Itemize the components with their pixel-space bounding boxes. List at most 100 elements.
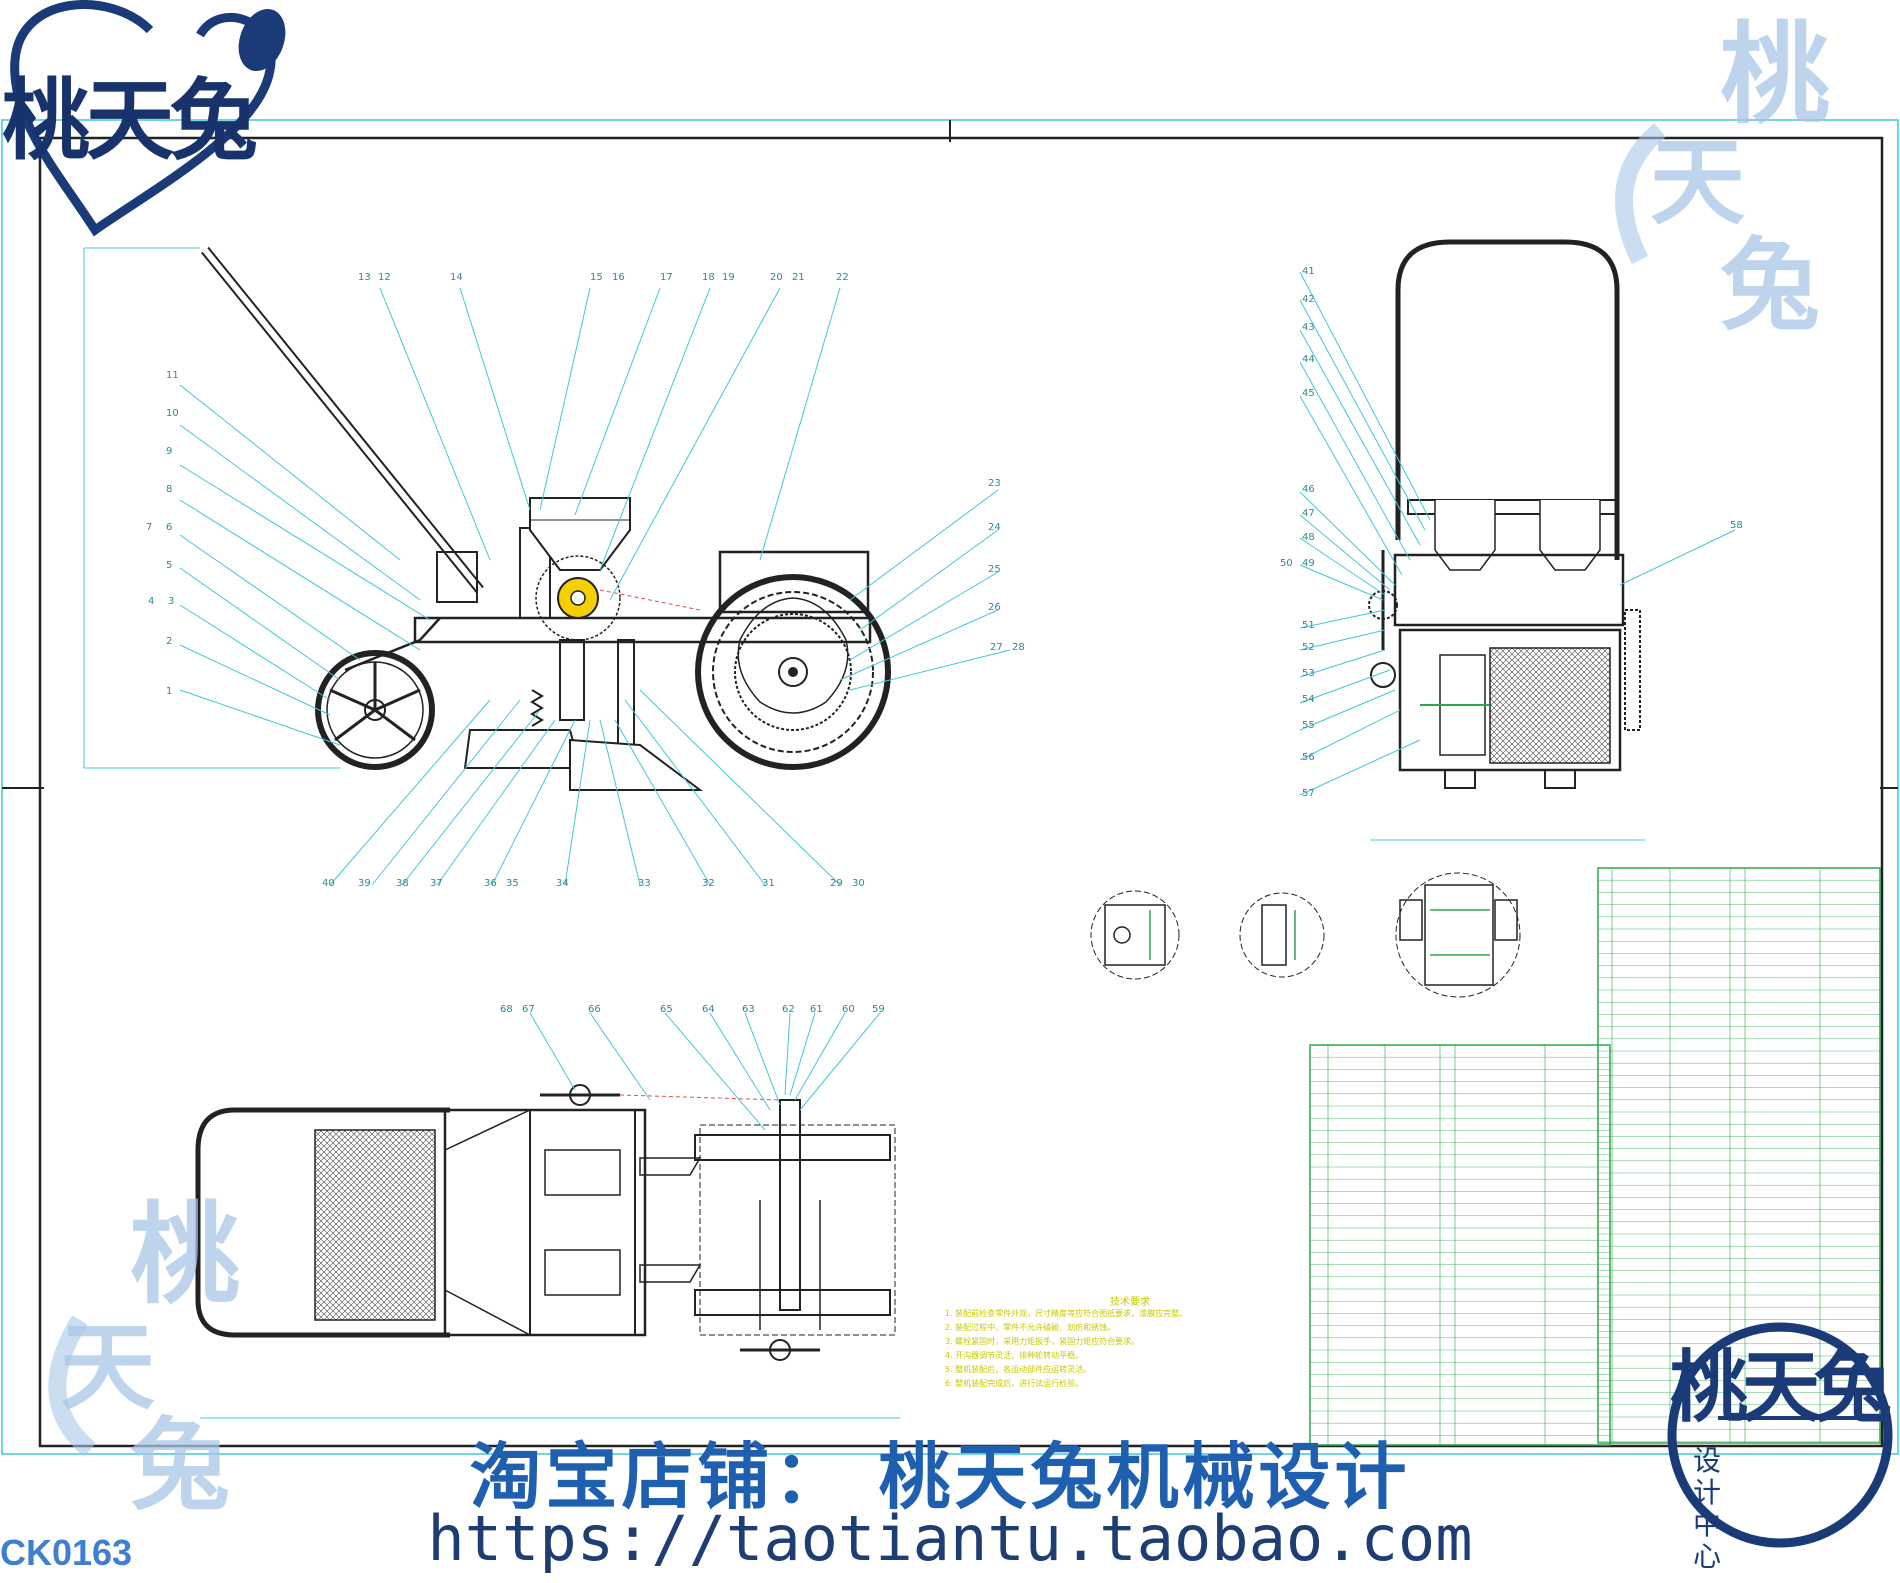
balloon-label: 22 — [836, 272, 849, 283]
parts-list-left — [1309, 1044, 1611, 1446]
side-view-leaders — [1299, 271, 1736, 796]
shop-name: 淘宝店铺： 桃天兔机械设计 — [469, 1434, 1411, 1519]
balloon-label: 33 — [638, 878, 651, 889]
balloon-label: 20 — [770, 272, 783, 283]
balloon-label: 62 — [782, 1004, 795, 1015]
side-view — [1368, 239, 1645, 841]
top-view-leaders — [529, 1012, 881, 1131]
parts-list-right — [1597, 867, 1881, 1444]
seal-sub-text: 设计中心 — [1693, 1444, 1722, 1573]
balloon-label: 4 — [148, 596, 155, 607]
balloon-label: 29 — [830, 878, 843, 889]
watermark-char-5: 天 — [60, 1312, 156, 1423]
balloon-label: 47 — [1302, 508, 1315, 519]
balloon-label: 55 — [1302, 720, 1315, 731]
balloon-label: 19 — [722, 272, 735, 283]
balloon-label: 48 — [1302, 532, 1315, 543]
balloon-label: 66 — [588, 1004, 601, 1015]
balloon-label: 59 — [872, 1004, 885, 1015]
balloon-label: 11 — [166, 370, 179, 381]
balloon-label: 30 — [852, 878, 865, 889]
watermark-char-6: 兔 — [130, 1406, 230, 1524]
tech-req-line: 5. 整机装配后，各运动部件应运转灵活。 — [945, 1365, 1092, 1374]
balloon-label: 17 — [660, 272, 673, 283]
balloon-label: 6 — [166, 522, 173, 533]
balloon-label: 42 — [1302, 294, 1315, 305]
balloon-label: 18 — [702, 272, 715, 283]
detail-views — [1090, 872, 1521, 998]
tech-req-line: 3. 螺栓紧固时，采用力矩扳手，紧固力矩应符合要求。 — [945, 1337, 1140, 1346]
balloon-label: 61 — [810, 1004, 823, 1015]
balloon-label: 2 — [166, 636, 173, 647]
balloon-label: 68 — [500, 1004, 513, 1015]
front-view — [83, 246, 891, 791]
balloon-label: 52 — [1302, 642, 1315, 653]
seal-main-text: 桃天兔 — [1670, 1343, 1892, 1433]
outer-frame — [1, 119, 1899, 1455]
balloon-label: 45 — [1302, 388, 1315, 399]
balloon-label: 8 — [166, 484, 173, 495]
watermark-brush-tr — [1615, 123, 1666, 265]
balloon-label: 26 — [988, 602, 1001, 613]
tech-req-title: 技术要求 — [1110, 1297, 1150, 1308]
balloon-label: 43 — [1302, 322, 1315, 333]
balloon-label: 37 — [430, 878, 443, 889]
balloon-label: 14 — [450, 272, 463, 283]
balloon-label: 58 — [1730, 520, 1743, 531]
balloon-label: 5 — [166, 560, 173, 571]
balloon-label: 3 — [168, 596, 175, 607]
balloon-label: 9 — [166, 446, 173, 457]
balloon-label: 64 — [702, 1004, 715, 1015]
balloon-label: 53 — [1302, 668, 1315, 679]
balloon-label: 67 — [522, 1004, 535, 1015]
shop-url[interactable]: https://taotiantu.taobao.com — [427, 1502, 1473, 1575]
balloon-label: 23 — [988, 478, 1001, 489]
balloon-label: 36 — [484, 878, 497, 889]
balloon-label: 54 — [1302, 694, 1315, 705]
balloon-label: 56 — [1302, 752, 1315, 763]
balloon-label: 51 — [1302, 620, 1315, 631]
balloon-label: 31 — [762, 878, 775, 889]
tech-req-line: 4. 开沟器调节灵活，排种轮转动平稳。 — [945, 1351, 1084, 1360]
balloon-label: 24 — [988, 522, 1001, 533]
balloon-label: 65 — [660, 1004, 673, 1015]
balloon-label: 35 — [506, 878, 519, 889]
balloon-label: 21 — [792, 272, 805, 283]
balloon-label: 40 — [322, 878, 335, 889]
brand-logo-text: 桃天兔 — [2, 69, 258, 172]
balloon-label: 1 — [166, 686, 173, 697]
balloon-label: 34 — [556, 878, 569, 889]
product-code: CK0163 — [0, 1532, 133, 1573]
balloon-label: 63 — [742, 1004, 755, 1015]
balloon-label: 27 — [990, 642, 1003, 653]
watermark-char-1: 桃 — [1720, 10, 1830, 139]
balloon-label: 49 — [1302, 558, 1315, 569]
balloon-label: 7 — [146, 522, 153, 533]
watermark-brush-bl — [48, 1315, 96, 1457]
top-view — [195, 1084, 900, 1419]
logo-heart — [10, 0, 286, 237]
balloon-label: 16 — [612, 272, 625, 283]
balloon-label: 25 — [988, 564, 1001, 575]
seal-circle — [1667, 1322, 1893, 1548]
inner-frame — [38, 136, 1884, 1448]
watermark-char-2: 天 — [1650, 127, 1746, 238]
balloon-label: 60 — [842, 1004, 855, 1015]
balloon-label: 10 — [166, 408, 179, 419]
tech-req-line: 6. 整机装配完成后，进行试运行检验。 — [945, 1379, 1084, 1388]
watermark-char-4: 桃 — [130, 1190, 240, 1319]
balloon-label: 32 — [702, 878, 715, 889]
balloon-label: 13 — [358, 272, 371, 283]
balloon-label: 46 — [1302, 484, 1315, 495]
balloon-label: 15 — [590, 272, 603, 283]
balloon-label: 57 — [1302, 788, 1315, 799]
balloon-label: 44 — [1302, 354, 1315, 365]
front-view-leaders — [179, 287, 1011, 886]
balloon-label: 12 — [378, 272, 391, 283]
tech-req-line: 2. 装配过程中，零件不允许磕碰、划伤和锈蚀。 — [945, 1323, 1116, 1332]
balloon-label: 39 — [358, 878, 371, 889]
balloon-label: 50 — [1280, 558, 1293, 569]
balloon-label: 28 — [1012, 642, 1025, 653]
tech-req-line: 1. 装配前检查零件外观，尺寸精度等应符合图纸要求，漆膜应完整。 — [945, 1309, 1188, 1318]
